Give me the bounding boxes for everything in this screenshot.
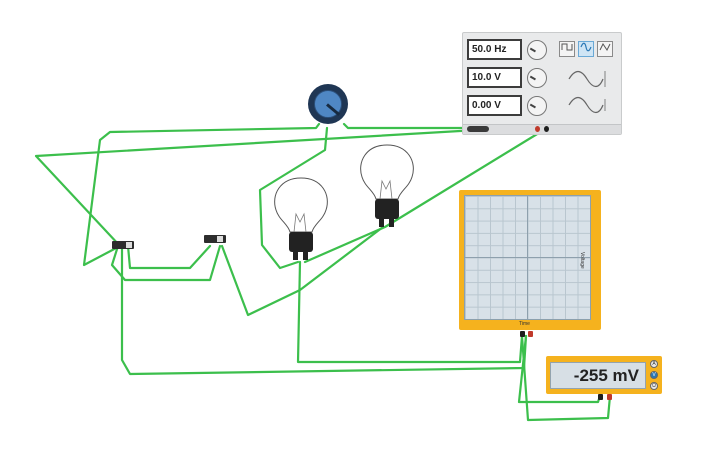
amplitude-knob[interactable] xyxy=(527,68,547,88)
multimeter[interactable]: -255 mV A V Ω xyxy=(546,356,662,400)
wire xyxy=(126,244,212,270)
oscilloscope-screen xyxy=(464,195,591,320)
amplitude-wave-icon xyxy=(568,70,606,88)
dc-offset-knob[interactable] xyxy=(527,96,547,116)
wire xyxy=(342,122,472,130)
wire xyxy=(220,225,385,317)
voltage-axis-label: Voltage xyxy=(579,252,585,269)
wire xyxy=(303,126,549,264)
sine-wave-button[interactable] xyxy=(578,41,594,57)
potentiometer[interactable] xyxy=(308,84,348,124)
wire xyxy=(520,334,612,422)
multimeter-display: -255 mV xyxy=(550,362,646,389)
slide-switch-right[interactable] xyxy=(204,235,226,243)
multimeter-negative-terminal[interactable] xyxy=(598,394,603,400)
wire xyxy=(82,122,321,267)
sine-wave-icon xyxy=(580,42,592,52)
generator-terminal-strip xyxy=(463,124,621,134)
wire xyxy=(110,244,222,282)
square-wave-button[interactable] xyxy=(559,41,575,57)
slide-switch-left[interactable] xyxy=(112,241,134,249)
triangle-wave-icon xyxy=(599,43,611,51)
scope-positive-terminal[interactable] xyxy=(528,331,533,337)
light-bulb-left xyxy=(274,177,328,260)
scope-negative-terminal[interactable] xyxy=(520,331,525,337)
power-switch[interactable] xyxy=(467,126,489,132)
mode-ohmmeter-button[interactable]: Ω xyxy=(650,382,658,390)
square-wave-icon xyxy=(561,43,573,51)
switch-lever[interactable] xyxy=(126,242,132,248)
light-bulb-right xyxy=(360,144,414,227)
multimeter-positive-terminal[interactable] xyxy=(607,394,612,400)
dc-offset-field[interactable]: 0.00 V xyxy=(467,95,522,116)
generator-positive-terminal[interactable] xyxy=(535,126,540,132)
offset-wave-icon xyxy=(568,96,606,114)
frequency-field[interactable]: 50.0 Hz xyxy=(467,39,522,60)
amplitude-field[interactable]: 10.0 V xyxy=(467,67,522,88)
wire xyxy=(296,260,524,364)
mode-ammeter-button[interactable]: A xyxy=(650,360,658,368)
generator-negative-terminal[interactable] xyxy=(544,126,549,132)
function-generator[interactable]: 50.0 Hz 10.0 V 0.00 V xyxy=(462,32,622,135)
mode-voltmeter-button[interactable]: V xyxy=(650,371,658,379)
oscilloscope[interactable]: Time Voltage xyxy=(459,190,601,337)
time-axis-label: Time xyxy=(519,321,530,327)
switch-lever[interactable] xyxy=(217,236,223,242)
triangle-wave-button[interactable] xyxy=(597,41,613,57)
wire xyxy=(258,126,329,270)
frequency-knob[interactable] xyxy=(527,40,547,60)
